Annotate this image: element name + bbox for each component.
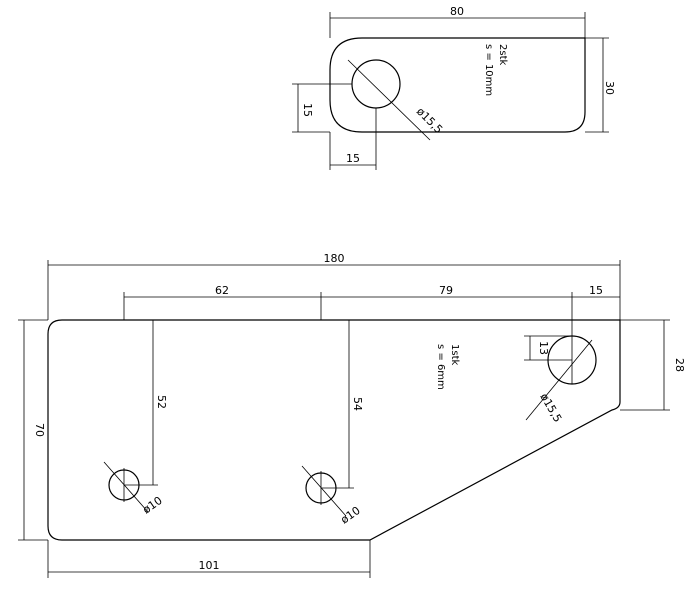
top-part-outline bbox=[329, 37, 586, 133]
dim-52-label: 52 bbox=[155, 395, 168, 409]
bottom-part-outline bbox=[47, 319, 621, 541]
dim-28-label: 28 bbox=[673, 358, 686, 372]
top-hole-leader bbox=[347, 59, 431, 141]
large-hole-diameter-label: ø15,5 bbox=[537, 391, 564, 425]
top-part: 80 30 15 15 ø15,5 2stk s = 10mm bbox=[292, 5, 616, 170]
dim-70-label: 70 bbox=[33, 423, 46, 437]
dim-62-label: 62 bbox=[215, 284, 229, 297]
dim-15-label: 15 bbox=[589, 284, 603, 297]
top-dim-30-label: 30 bbox=[603, 81, 616, 95]
bottom-qty-label: 1stk bbox=[449, 344, 460, 365]
dim-101-label: 101 bbox=[199, 559, 220, 572]
top-hole bbox=[351, 59, 401, 109]
top-dim-80-label: 80 bbox=[450, 5, 464, 18]
hole-2-diameter-label: ø10 bbox=[338, 504, 362, 527]
dim-79-label: 79 bbox=[439, 284, 453, 297]
bottom-thickness-label: s = 6mm bbox=[435, 344, 446, 390]
top-dim-15y-label: 15 bbox=[301, 103, 314, 117]
dim-54-label: 54 bbox=[351, 397, 364, 411]
top-thickness-label: s = 10mm bbox=[483, 44, 494, 96]
hole-1-leader bbox=[103, 461, 149, 513]
dim-13-label: 13 bbox=[537, 341, 550, 355]
hole-2-leader bbox=[301, 465, 347, 517]
large-hole-leader bbox=[525, 339, 593, 421]
top-dim-15x-label: 15 bbox=[346, 152, 360, 165]
bottom-part: 180 62 79 15 70 28 13 ø15,5 52 bbox=[18, 252, 686, 578]
hole-1-diameter-label: ø10 bbox=[140, 494, 164, 517]
top-qty-label: 2stk bbox=[497, 44, 508, 65]
dim-180-label: 180 bbox=[324, 252, 345, 265]
